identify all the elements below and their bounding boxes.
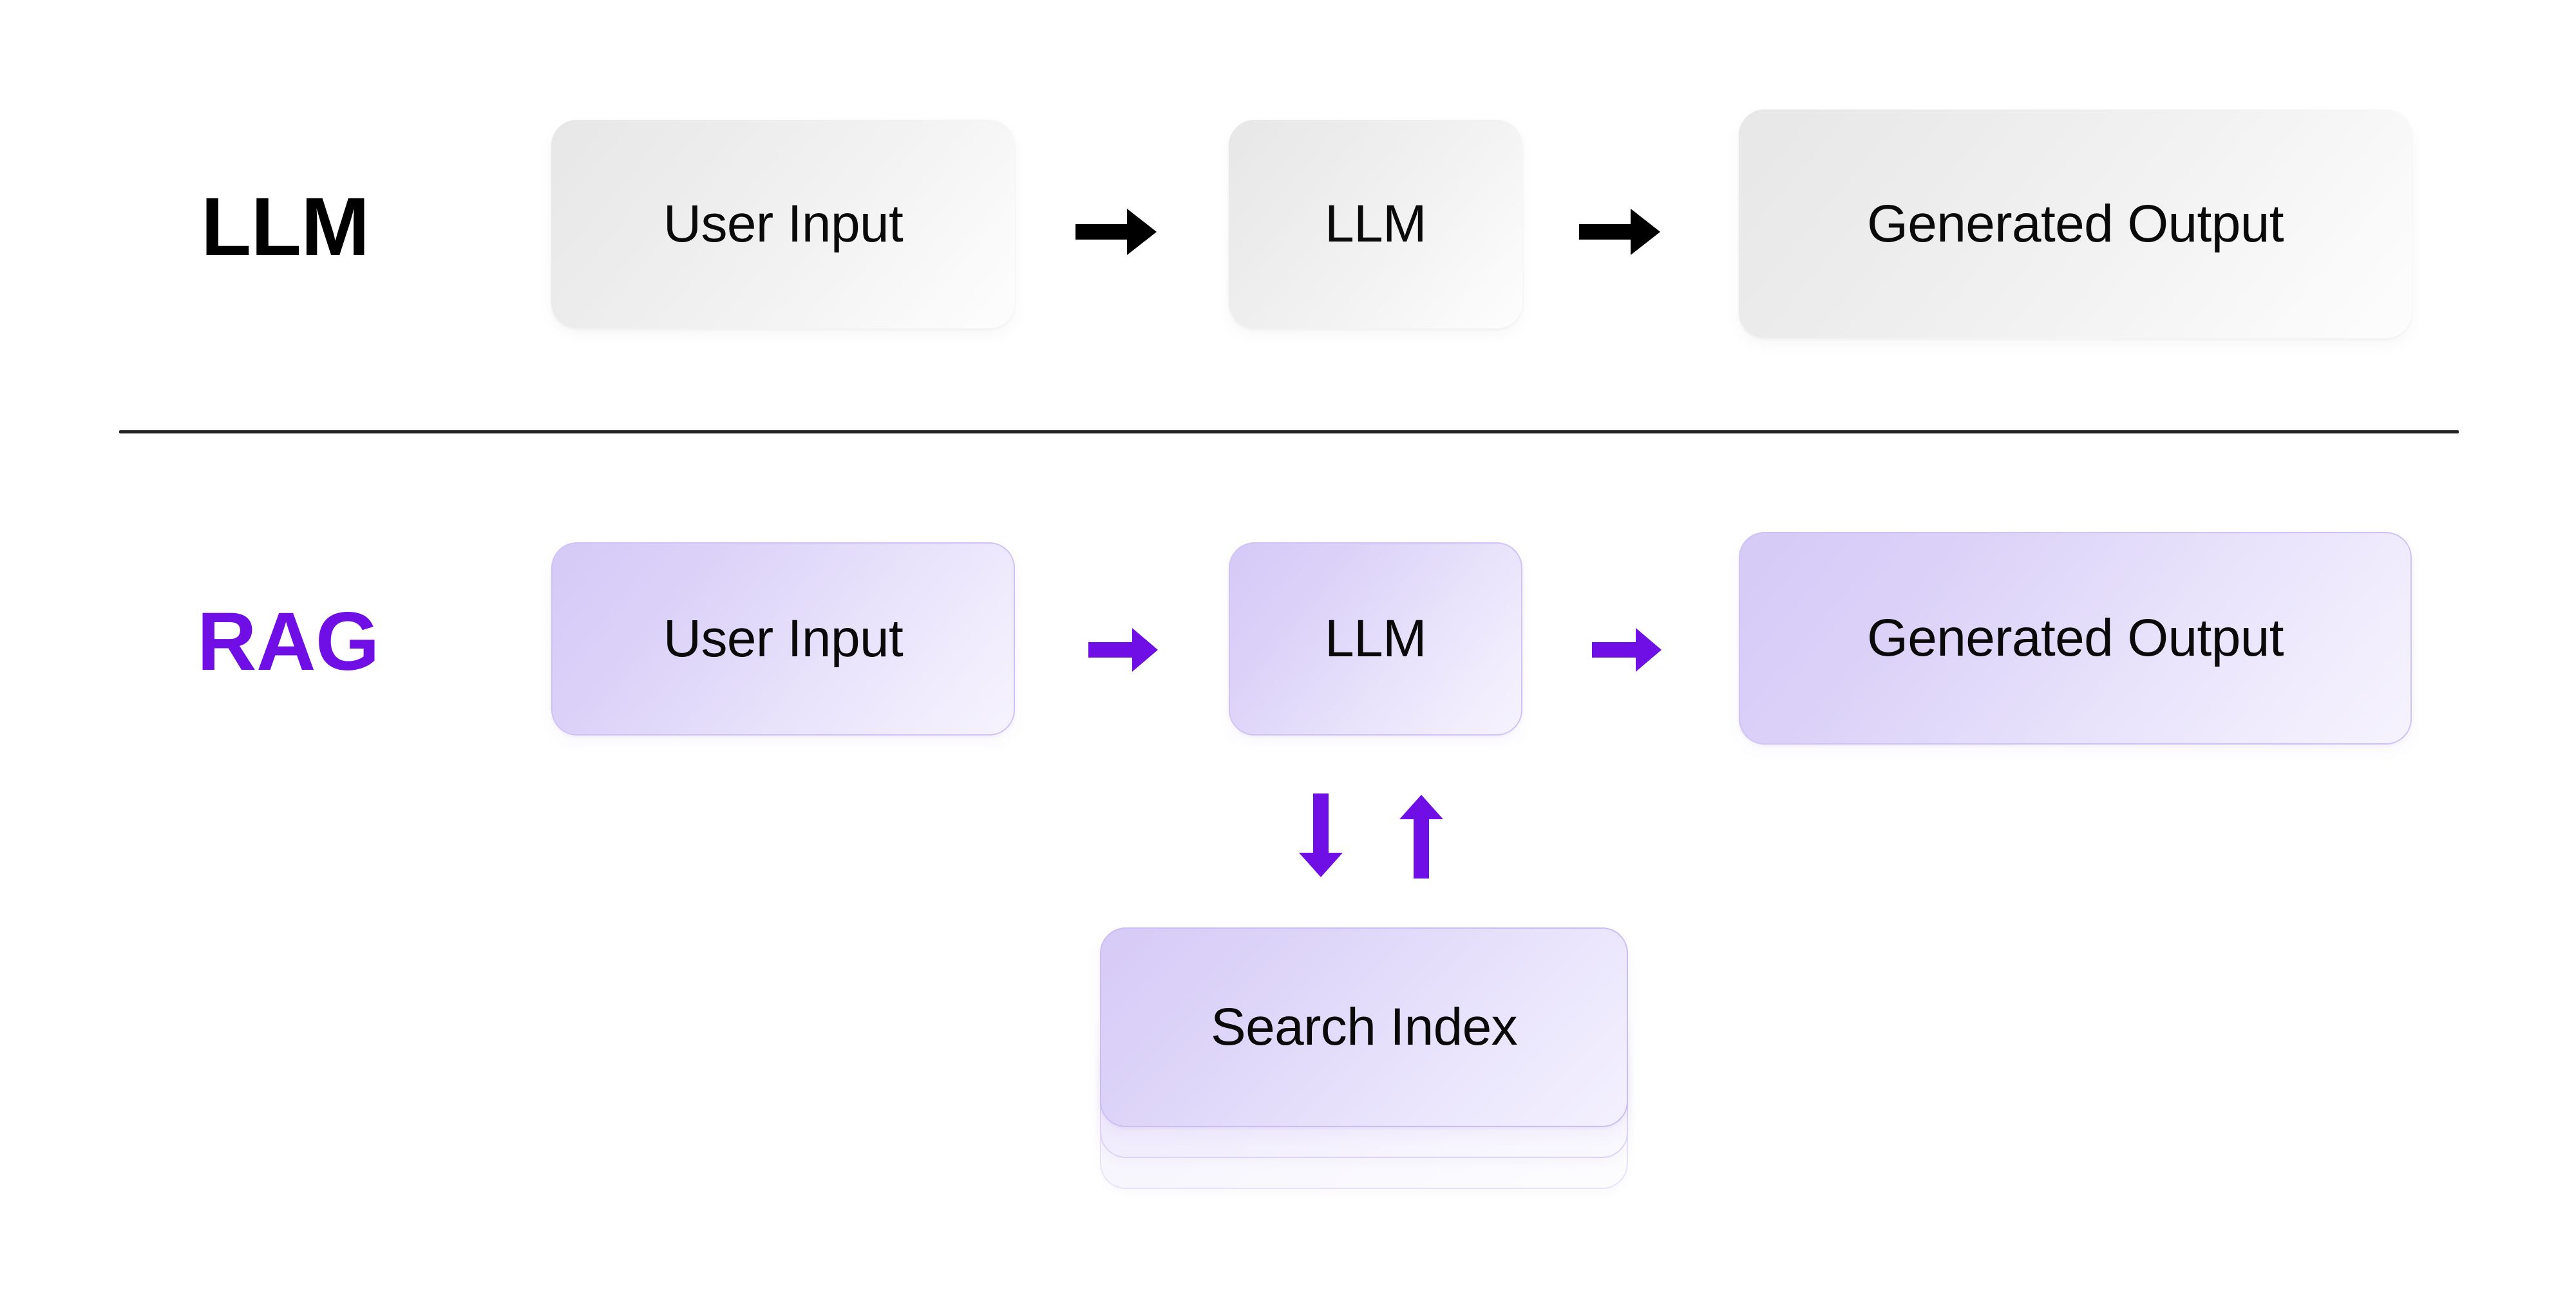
node-label: Generated Output [1867, 194, 2284, 253]
row-label-rag: RAG [197, 596, 379, 688]
node-rag-generated-output[interactable]: Generated Output [1739, 532, 2412, 745]
search-index-card-stack[interactable]: Search Index [1100, 927, 1628, 1192]
node-llm-generated-output[interactable]: Generated Output [1739, 109, 2412, 338]
node-llm-user-input[interactable]: User Input [551, 120, 1015, 328]
node-label: Generated Output [1867, 609, 2284, 667]
row-label-llm: LLM [201, 181, 370, 273]
up-arrow-icon [1392, 793, 1450, 878]
down-arrow-icon [1292, 793, 1350, 878]
node-label: LLM [1325, 195, 1426, 253]
search-index-card-front[interactable]: Search Index [1100, 927, 1628, 1127]
node-label: User Input [663, 195, 904, 253]
right-arrow-icon [1592, 621, 1663, 679]
right-arrow-icon [1088, 621, 1159, 679]
right-arrow-icon [1075, 200, 1158, 264]
node-rag-model[interactable]: LLM [1229, 542, 1522, 736]
node-label: LLM [1325, 609, 1426, 668]
right-arrow-icon [1579, 200, 1662, 264]
section-divider [119, 430, 2459, 433]
node-llm-model[interactable]: LLM [1229, 120, 1522, 328]
node-label: Search Index [1211, 998, 1518, 1056]
node-label: User Input [663, 609, 904, 668]
node-rag-user-input[interactable]: User Input [551, 542, 1015, 736]
